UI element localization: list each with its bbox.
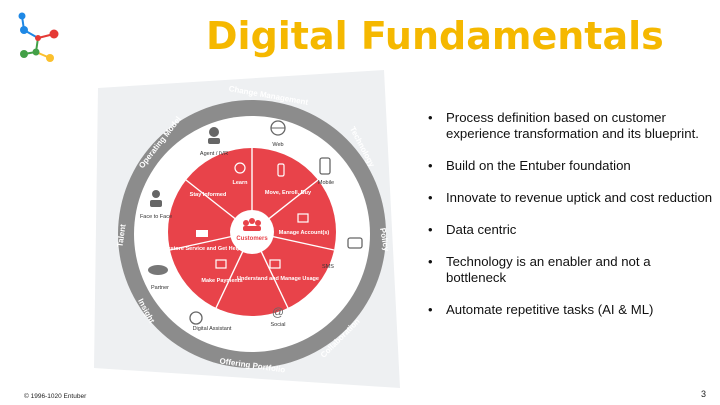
bullet-item: Process definition based on customer exp…	[428, 110, 714, 142]
segment-label-make-payments: Make Payments	[201, 278, 242, 284]
bullet-item: Automate repetitive tasks (AI & ML)	[428, 302, 714, 318]
face-to-face-icon	[150, 190, 162, 207]
segment-label-stay-informed: Stay Informed	[190, 192, 227, 198]
account-icon	[297, 213, 309, 223]
channel-label-social: Social	[271, 322, 286, 328]
customer-experience-wheel-diagram: Customers Change Management Technology P…	[94, 70, 400, 388]
help-icon	[196, 230, 208, 237]
channel-label-agent: Agent / IVR	[200, 151, 228, 157]
web-icon	[270, 120, 286, 136]
ring-label-talent: Talent	[115, 223, 127, 247]
entuber-logo-icon	[18, 12, 59, 62]
segment-label-understand: Understand and Manage Usage	[237, 276, 319, 282]
sms-icon	[347, 237, 363, 249]
digital-assistant-icon	[189, 311, 203, 325]
copyright-text: © 1996-1020 Entuber	[24, 393, 87, 400]
segment-label-restore: Restore Service and Get Help	[163, 246, 241, 252]
channel-label-partner: Partner	[151, 285, 169, 291]
channel-label-sms: SMS	[322, 264, 334, 270]
partner-icon	[148, 265, 168, 275]
usage-chart-icon	[269, 259, 281, 269]
mobile-icon	[319, 157, 331, 175]
center-label: Customers	[236, 236, 268, 242]
svg-text:@: @	[272, 305, 284, 319]
channel-label-face-to-face: Face to Face	[140, 214, 172, 220]
segment-label-learn: Learn	[233, 180, 249, 186]
page-number: 3	[700, 389, 706, 399]
segment-label-move: Move, Enroll, Buy	[265, 190, 312, 196]
bullet-list: Process definition based on customer exp…	[428, 110, 714, 334]
lightbulb-icon	[234, 162, 246, 174]
bullet-item: Innovate to revenue uptick and cost redu…	[428, 190, 714, 206]
bullet-item: Build on the Entuber foundation	[428, 158, 714, 174]
center-circle	[230, 210, 274, 254]
ring-label-policy: Policy	[378, 227, 391, 252]
payment-icon	[215, 259, 227, 269]
social-icon: @	[272, 305, 284, 319]
segment-label-manage-account: Manage Account(s)	[279, 230, 330, 236]
bullet-item: Data centric	[428, 222, 714, 238]
channel-label-web: Web	[272, 142, 283, 148]
channel-label-mobile: Mobile	[318, 180, 334, 186]
customers-icon	[243, 218, 261, 231]
traffic-light-icon	[277, 163, 285, 177]
slide-title: Digital Fundamentals	[206, 14, 664, 58]
channel-label-digital-assistant: Digital Assistant	[193, 326, 232, 332]
bullet-item: Technology is an enabler and not a bottl…	[428, 254, 714, 286]
agent-icon	[208, 127, 220, 144]
